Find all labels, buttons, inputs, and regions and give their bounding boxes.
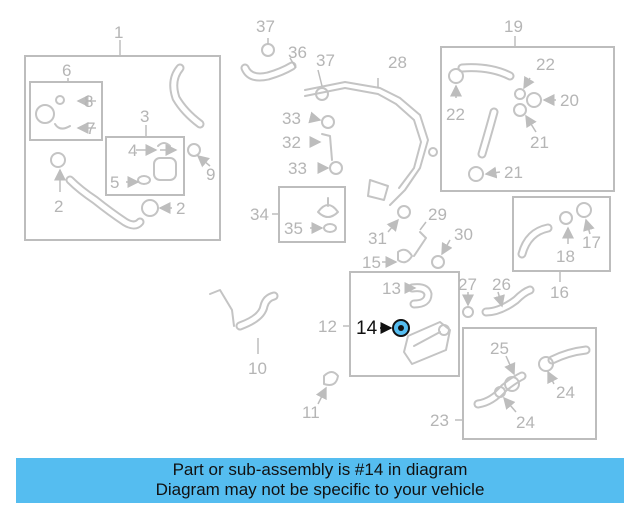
parts-diagram: 1 2 2 3 4 5 6 7 8 9 10 11 12 13 14 15 16… bbox=[24, 17, 615, 440]
callout-30: 30 bbox=[454, 225, 473, 244]
group-12 bbox=[343, 271, 460, 377]
info-banner: Part or sub-assembly is #14 in diagram D… bbox=[16, 458, 624, 503]
group-6-box bbox=[29, 81, 103, 141]
callout-11: 11 bbox=[302, 403, 320, 422]
callout-37b: 37 bbox=[316, 51, 335, 70]
banner-line-1: Part or sub-assembly is #14 in diagram bbox=[172, 460, 468, 479]
callout-10: 10 bbox=[248, 359, 267, 378]
group-12-box bbox=[349, 271, 460, 377]
callout-14[interactable]: 14 bbox=[356, 318, 378, 339]
group-10 bbox=[209, 289, 339, 405]
callout-19: 19 bbox=[504, 17, 523, 36]
callout-24a: 24 bbox=[556, 383, 575, 402]
callout-3: 3 bbox=[140, 107, 149, 126]
group-32-33 bbox=[308, 111, 343, 175]
callout-2b: 2 bbox=[176, 199, 185, 218]
callout-2a: 2 bbox=[54, 197, 63, 216]
callout-24b: 24 bbox=[516, 413, 535, 432]
group-26-27 bbox=[462, 285, 535, 318]
callout-32: 32 bbox=[282, 133, 301, 152]
callout-8: 8 bbox=[84, 92, 93, 111]
group-29-31 bbox=[382, 205, 453, 269]
callout-26: 26 bbox=[492, 275, 511, 294]
group-1-box bbox=[24, 55, 221, 241]
callout-31: 31 bbox=[368, 229, 387, 248]
group-3-box bbox=[105, 136, 185, 196]
callout-7: 7 bbox=[86, 119, 95, 138]
callout-12: 12 bbox=[318, 317, 337, 336]
group-34 bbox=[272, 186, 346, 243]
callout-21a: 21 bbox=[530, 133, 549, 152]
callout-23: 23 bbox=[430, 411, 449, 430]
callout-5: 5 bbox=[110, 173, 119, 192]
callout-22b: 22 bbox=[536, 55, 555, 74]
callout-13: 13 bbox=[382, 279, 401, 298]
callout-18: 18 bbox=[556, 247, 575, 266]
part-14-highlight[interactable] bbox=[392, 319, 410, 337]
callout-27: 27 bbox=[458, 275, 477, 294]
callout-33a: 33 bbox=[282, 109, 301, 128]
callout-4: 4 bbox=[128, 141, 137, 160]
group-23 bbox=[455, 327, 597, 440]
group-16-box bbox=[512, 196, 611, 272]
callout-1: 1 bbox=[114, 23, 123, 42]
group-19 bbox=[440, 36, 615, 192]
callout-22a: 22 bbox=[446, 105, 465, 124]
group-23-box bbox=[462, 327, 597, 440]
callout-37a: 37 bbox=[256, 17, 275, 36]
callout-15: 15 bbox=[362, 253, 381, 272]
callout-9: 9 bbox=[206, 165, 215, 184]
banner-line-2: Diagram may not be specific to your vehi… bbox=[155, 480, 485, 499]
callout-28: 28 bbox=[388, 53, 407, 72]
group-top-center bbox=[240, 38, 438, 206]
callout-21b: 21 bbox=[504, 163, 523, 182]
callout-16: 16 bbox=[550, 283, 569, 302]
callout-6: 6 bbox=[62, 61, 71, 80]
callout-29: 29 bbox=[428, 205, 447, 224]
callout-25: 25 bbox=[490, 339, 509, 358]
callout-33b: 33 bbox=[288, 159, 307, 178]
callout-36: 36 bbox=[288, 43, 307, 62]
callout-17: 17 bbox=[582, 233, 601, 252]
callout-20: 20 bbox=[560, 91, 579, 110]
group-1 bbox=[24, 40, 221, 241]
group-16 bbox=[512, 196, 611, 282]
group-19-box bbox=[440, 46, 615, 192]
callout-34: 34 bbox=[250, 205, 269, 224]
callout-35: 35 bbox=[284, 219, 303, 238]
